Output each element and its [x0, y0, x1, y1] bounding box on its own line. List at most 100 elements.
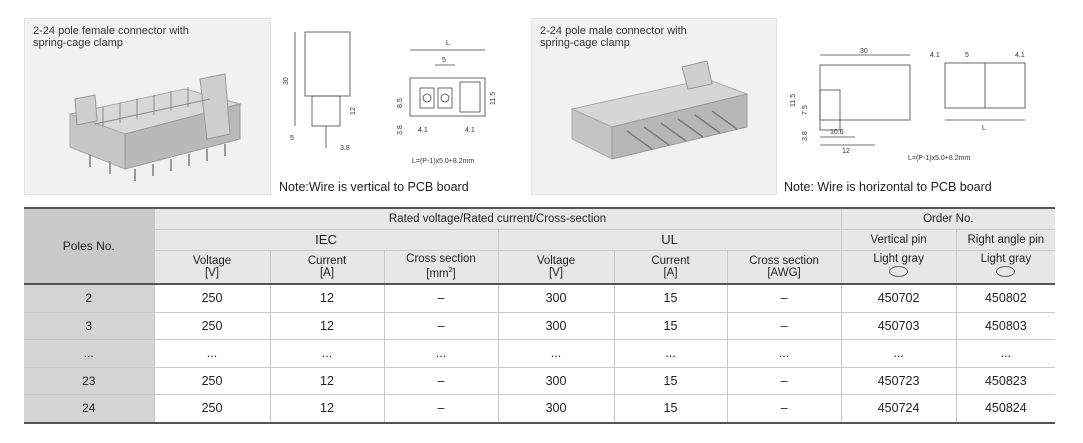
table-cell: ... [841, 339, 957, 368]
table-cell: – [727, 312, 842, 340]
dim-label: 8.5 [397, 98, 404, 108]
label: Voltage [192, 254, 232, 267]
ul-header: UL [498, 229, 842, 251]
caption-line: spring-cage clamp [540, 37, 630, 49]
dim-label: 7.5 [802, 105, 809, 115]
dim-label: 11.5 [490, 92, 497, 105]
label: Voltage [536, 254, 576, 267]
pole-cell: 23 [24, 367, 155, 395]
iec-voltage-header: Voltage[V] [154, 250, 271, 285]
table-cell: 300 [498, 312, 615, 340]
table-cell: – [727, 283, 842, 313]
table-cell: – [384, 312, 499, 340]
table-cell: ... [270, 339, 385, 368]
ul-current-header: Current[A] [614, 250, 728, 285]
table-cell: 12 [270, 312, 385, 340]
female-connector-caption: 2-24 pole female connector with spring-c… [33, 25, 233, 49]
rated-group-header: Rated voltage/Rated current/Cross-sectio… [154, 207, 842, 230]
male-connector-image [570, 60, 749, 160]
dim-label: 5 [442, 57, 446, 64]
unit-close: ] [452, 268, 456, 281]
table-cell: 450803 [956, 312, 1056, 340]
table-cell: 300 [498, 394, 615, 424]
female-connector-photo-panel: 2-24 pole female connector with spring-c… [24, 18, 271, 195]
caption-line: spring-cage clamp [33, 37, 123, 49]
table-cell: 450702 [841, 283, 957, 313]
table-cell: 300 [498, 283, 615, 313]
table-cell: – [727, 394, 842, 424]
male-connector-drawing: 30 4.1 5 4.1 11.5 7.5 3.8 10.6 12 L L=(P… [790, 48, 1026, 162]
dim-label: 5 [290, 135, 294, 142]
table-cell: 15 [614, 394, 728, 424]
vertical-pin-color: Light gray [841, 250, 957, 285]
unit: [A] [663, 266, 678, 279]
table-cell: ... [614, 339, 728, 368]
unit-text: [mm [426, 268, 449, 281]
table-cell: ... [956, 339, 1056, 368]
label: Cross section [749, 254, 819, 267]
dim-label: 3.8 [340, 145, 350, 152]
male-connector-caption: 2-24 pole male connector with spring-cag… [540, 25, 740, 49]
female-wire-note: Note:Wire is vertical to PCB board [279, 180, 469, 194]
table-row: 23 250 12 – 300 15 – 450723 450823 [24, 367, 1056, 395]
pole-cell: 24 [24, 394, 155, 424]
table-cell: 450703 [841, 312, 957, 340]
right-angle-pin-header: Right angle pin [956, 229, 1056, 251]
unit: [mm2] [385, 265, 498, 280]
order-header: Order No. [841, 207, 1056, 230]
table-row: 24 250 12 – 300 15 – 450724 450824 [24, 394, 1056, 424]
pole-cell: 2 [24, 283, 155, 313]
table-cell: 450824 [956, 394, 1056, 424]
table-cell: 450724 [841, 394, 957, 424]
table-row: 2 250 12 – 300 15 – 450702 450802 [24, 283, 1056, 313]
caption-line: 2-24 pole female connector with [33, 25, 189, 37]
iec-header: IEC [154, 229, 499, 251]
table-cell: 250 [154, 394, 271, 424]
unit-superscript: 2 [448, 267, 453, 275]
table-cell: – [384, 394, 499, 424]
vertical-pin-header: Vertical pin [841, 229, 957, 251]
table-cell: 300 [498, 367, 615, 395]
color-label: Light gray [873, 253, 924, 266]
table-cell: 15 [614, 367, 728, 395]
dim-label: 5 [965, 52, 969, 59]
female-connector-image [68, 73, 242, 181]
table-cell: 250 [154, 312, 271, 340]
dim-label: 4.1 [465, 127, 475, 134]
table-cell: 12 [270, 283, 385, 313]
iec-cross-section-header: Cross section[mm2] [384, 250, 499, 285]
male-connector-photo-panel: 2-24 pole male connector with spring-cag… [531, 18, 777, 195]
unit: [V] [548, 266, 564, 279]
dim-label: 30 [860, 48, 868, 55]
dim-label: 11.5 [790, 94, 797, 107]
table-row: ... ... ... ... ... ... ... ... ... [24, 339, 1056, 368]
table-cell: – [384, 367, 499, 395]
dim-label: 12 [350, 107, 357, 115]
right-angle-pin-color: Light gray [956, 250, 1056, 285]
unit: [A] [319, 266, 335, 279]
table-cell: ... [154, 339, 271, 368]
unit: [AWG] [767, 266, 801, 279]
dim-label: 10.6 [830, 129, 844, 136]
table-cell: 450823 [956, 367, 1056, 395]
table-cell: ... [727, 339, 842, 368]
pole-cell: ... [24, 339, 155, 368]
table-cell: 15 [614, 312, 728, 340]
length-formula: L=(P-1)x5.0+8.2mm [412, 158, 474, 165]
label: Current [307, 254, 347, 267]
table-cell: ... [498, 339, 615, 368]
spec-table: Poles No. Rated voltage/Rated current/Cr… [24, 207, 1056, 424]
table-cell: 15 [614, 283, 728, 313]
dim-label: 4.1 [418, 127, 428, 134]
table-cell: 450802 [956, 283, 1056, 313]
table-cell: ... [384, 339, 499, 368]
male-wire-note: Note: Wire is horizontal to PCB board [784, 180, 992, 194]
unit: [V] [204, 266, 220, 279]
iec-current-header: Current[A] [270, 250, 385, 285]
dim-label: 30 [283, 77, 290, 85]
color-label: Light gray [980, 253, 1032, 266]
dim-label: 12 [842, 148, 850, 155]
label: Cross section [406, 253, 476, 266]
dim-label: 3.8 [802, 131, 809, 141]
color-swatch-icon [889, 266, 909, 278]
